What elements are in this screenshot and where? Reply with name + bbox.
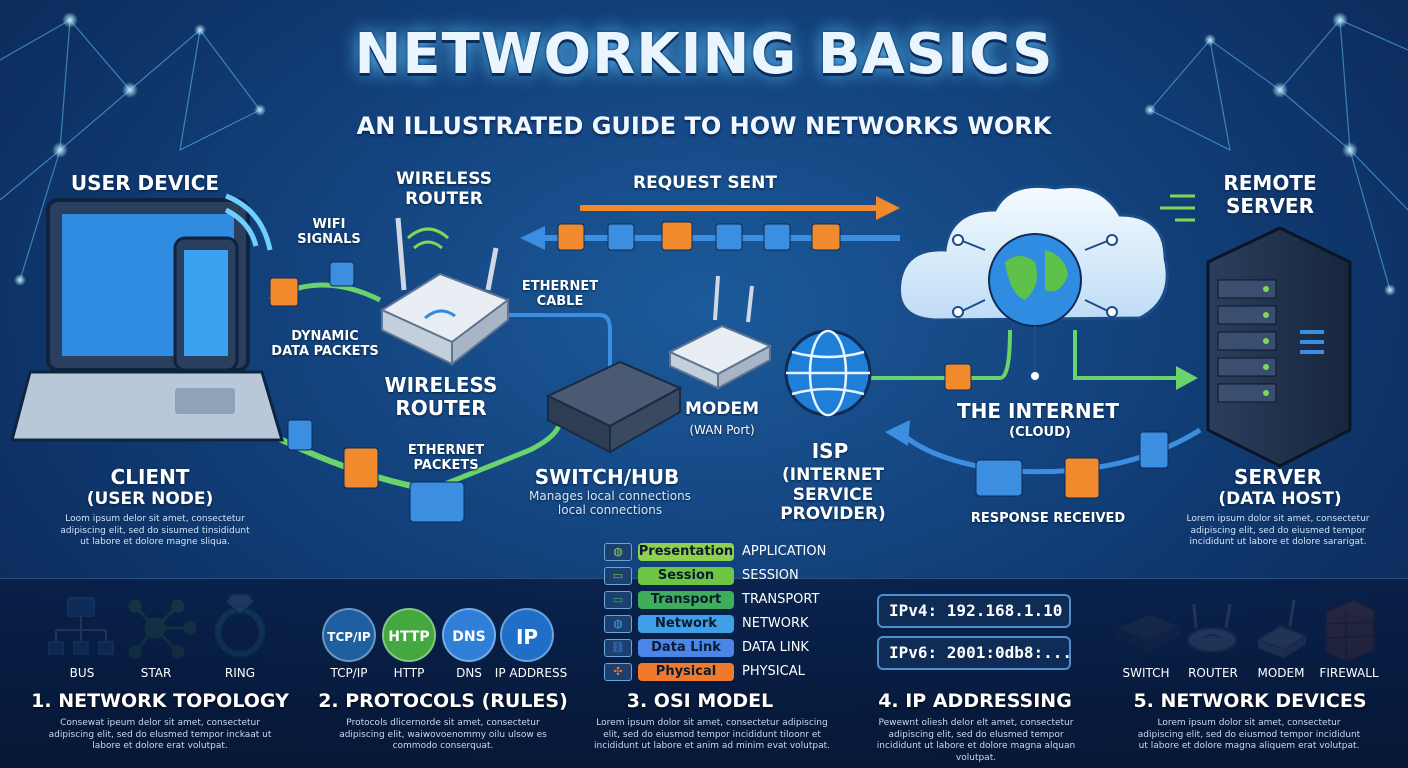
- osi-layer-name: DATA LINK: [742, 640, 809, 655]
- osi-layer-row: ▭ Transport TRANSPORT: [604, 590, 834, 610]
- protocol-tcpip-label: TCP/IP: [330, 666, 368, 680]
- server-sub-label: (DATA HOST): [1218, 489, 1342, 509]
- internet-cloud-icon: [897, 184, 1169, 382]
- osi-layer-row: ✣ Physical PHYSICAL: [604, 662, 834, 682]
- ip-description: Pewewnt oliesh delor elt amet, consectet…: [876, 718, 1076, 764]
- user-device-label: USER DEVICE: [70, 171, 220, 195]
- cloud-to-server-line: [1073, 330, 1180, 380]
- wireless-router-top-label: WIRELESS ROUTER: [396, 169, 492, 209]
- ip-badge: IP: [500, 608, 554, 662]
- osi-layer-pill: Transport: [638, 591, 734, 609]
- topology-ring-label: RING: [224, 666, 256, 680]
- switch-hub-label: SWITCH/HUB: [534, 465, 680, 489]
- osi-title: 3. OSI MODEL: [626, 690, 774, 712]
- ethernet-packets-label: ETHERNET PACKETS: [407, 443, 485, 473]
- ethernet-cable-label: ETHERNET CABLE: [521, 279, 599, 309]
- wireless-router-label: WIRELESS ROUTER: [384, 373, 498, 420]
- device-switch-label: SWITCH: [1122, 666, 1170, 680]
- the-internet-sub-label: (CLOUD): [1009, 425, 1071, 440]
- protocols-title: 2. PROTOCOLS (RULES): [318, 690, 568, 712]
- switch-icon: [545, 360, 683, 454]
- tcpip-badge: TCP/IP: [322, 608, 376, 662]
- ipv6-address-box: IPv6: 2001:0db8:...: [877, 636, 1072, 670]
- main-title: NETWORKING BASICS: [354, 22, 1054, 87]
- osi-layer-icon: ▭: [604, 567, 632, 585]
- wifi-signals-label: WIFI SIGNALS: [297, 217, 361, 247]
- ipv4-address-box: IPv4: 192.168.1.10: [877, 594, 1071, 628]
- the-internet-label: THE INTERNET: [957, 399, 1119, 423]
- topology-star-label: STAR: [140, 666, 172, 680]
- osi-layer-pill: Data Link: [638, 639, 734, 657]
- client-label: CLIENT: [110, 465, 190, 489]
- osi-layer-pill: Presentation: [638, 543, 734, 561]
- wireless-router-icon: [379, 217, 511, 367]
- osi-layer-icon: ◍: [604, 615, 632, 633]
- osi-layer-name: TRANSPORT: [742, 592, 820, 607]
- client-sub-label: (USER NODE): [86, 489, 214, 509]
- ethernet-cable-line: [500, 313, 612, 370]
- http-badge: HTTP: [382, 608, 436, 662]
- devices-description: Lorem ipsum dolor sit amet, consectetur …: [1137, 718, 1361, 752]
- topology-bus-label: BUS: [69, 666, 95, 680]
- request-sent-label: REQUEST SENT: [632, 173, 777, 193]
- device-modem-label: MODEM: [1257, 666, 1305, 680]
- protocols-description: Protocols dlicernorde sit amet, consecte…: [339, 718, 547, 752]
- isp-globe-icon: [784, 329, 872, 417]
- osi-layer-pill: Network: [638, 615, 734, 633]
- osi-layer-row: ◍ Presentation APPLICATION: [604, 542, 834, 562]
- switch-description: Manages local connections local connecti…: [529, 489, 691, 517]
- devices-title: 5. NETWORK DEVICES: [1133, 690, 1367, 712]
- server-rack-icon: [1160, 194, 1352, 468]
- device-firewall-label: FIREWALL: [1319, 666, 1379, 680]
- osi-layer-row: ◍ Network NETWORK: [604, 614, 834, 634]
- modem-label: MODEM: [684, 399, 759, 419]
- osi-layer-name: SESSION: [742, 568, 799, 583]
- laptop-icon: [10, 198, 285, 442]
- isp-label: ISP: [811, 439, 849, 463]
- topology-description: Consewat ipeum delor sit amet, consectet…: [48, 718, 272, 752]
- osi-layer-pill: Session: [638, 567, 734, 585]
- switch-return-line: [429, 419, 563, 493]
- osi-layer-icon: ✣: [604, 663, 632, 681]
- modem-icon: [667, 275, 773, 390]
- device-router-label: ROUTER: [1188, 666, 1238, 680]
- modem-sub-label: (WAN Port): [689, 423, 755, 437]
- osi-layer-icon: ⛓: [604, 639, 632, 657]
- dynamic-packets-label: DYNAMIC DATA PACKETS: [271, 329, 379, 359]
- topology-title: 1. NETWORK TOPOLOGY: [31, 690, 289, 712]
- osi-layer-name: APPLICATION: [742, 544, 827, 559]
- server-description: Lorem ipsum dolor sit amet, consectetur …: [1186, 514, 1370, 548]
- osi-layer-name: PHYSICAL: [742, 664, 805, 679]
- osi-layer-row: ⛓ Data Link DATA LINK: [604, 638, 834, 658]
- remote-server-label: REMOTE SERVER: [1223, 171, 1317, 218]
- server-label: SERVER: [1233, 465, 1322, 489]
- response-received-label: RESPONSE RECEIVED: [970, 511, 1126, 526]
- subtitle: AN ILLUSTRATED GUIDE TO HOW NETWORKS WOR…: [356, 112, 1052, 140]
- osi-layer-row: ▭ Session SESSION: [604, 566, 834, 586]
- isp-to-cloud-line: [870, 329, 1012, 380]
- osi-layer-icon: ◍: [604, 543, 632, 561]
- isp-sub-label: (INTERNET SERVICE PROVIDER): [780, 465, 886, 525]
- osi-description: Lorem ipsum dolor sit amet, consectetur …: [593, 718, 831, 752]
- phone-icon: [173, 236, 239, 372]
- client-description: Loom ipsum delor sit amet, consectetur a…: [60, 514, 250, 548]
- osi-layer-pill: Physical: [638, 663, 734, 681]
- dns-badge: DNS: [442, 608, 496, 662]
- protocol-ip-address-label: IP ADDRESS: [494, 666, 568, 680]
- osi-layer-icon: ▭: [604, 591, 632, 609]
- protocol-dns-label: DNS: [456, 666, 482, 680]
- ip-title: 4. IP ADDRESSING: [878, 690, 1072, 712]
- osi-layer-name: NETWORK: [742, 616, 809, 631]
- protocol-http-label: HTTP: [393, 666, 425, 680]
